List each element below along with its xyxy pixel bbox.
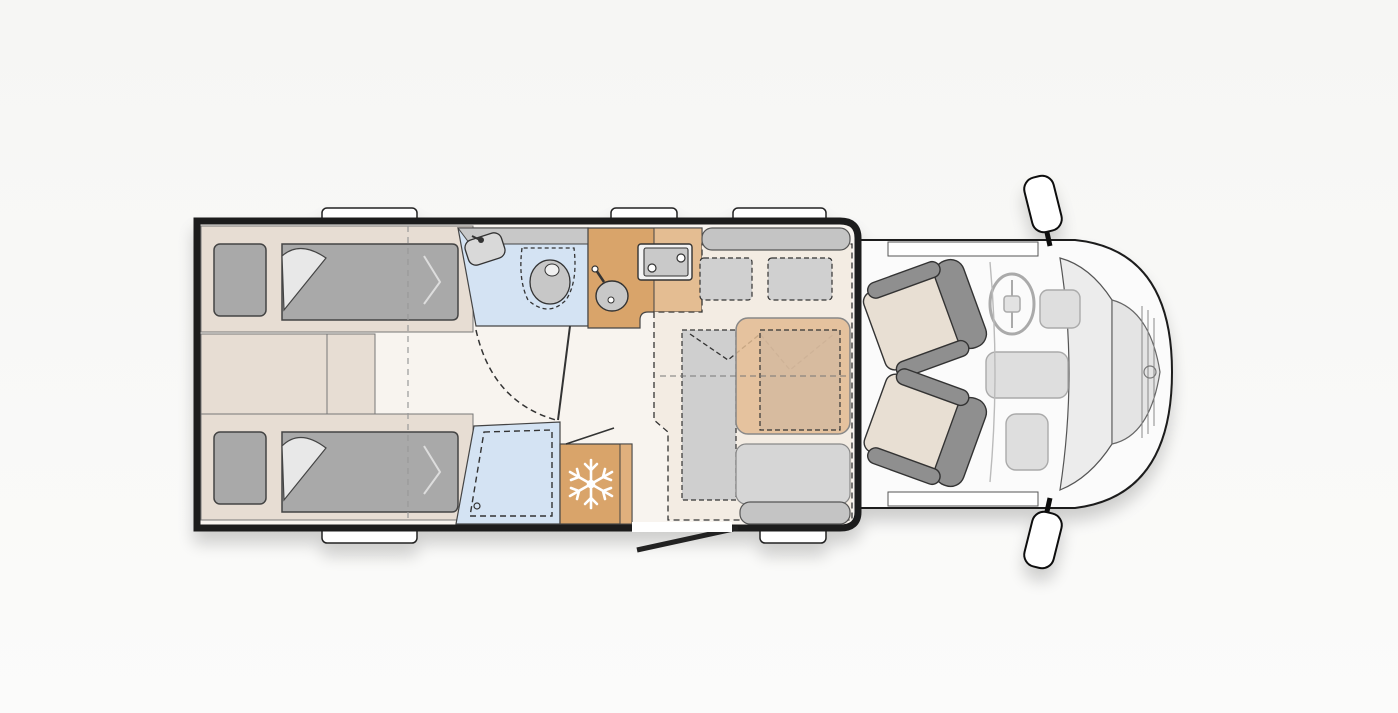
cab-window-top (887, 241, 1039, 257)
brand-logo-icon (1143, 365, 1157, 379)
driver-seat (862, 258, 988, 378)
snowflake-icon (568, 458, 614, 510)
sink-icon (464, 232, 506, 266)
bathroom-door-swing (475, 329, 557, 421)
cab-interior (862, 258, 1081, 488)
cushion-top-1 (699, 257, 753, 301)
grille (1141, 306, 1155, 438)
dashboard-panel-bottom (1005, 413, 1049, 471)
fridge-door-line (565, 427, 615, 445)
table-insert (759, 329, 841, 431)
bathroom-toilet-room (457, 227, 589, 421)
stove-icon (637, 243, 693, 281)
hanger-top-icon (423, 255, 442, 305)
cushion-top-2 (767, 257, 833, 301)
passenger-seat (863, 368, 988, 488)
bed-bridge (200, 333, 376, 415)
kitchen (587, 227, 703, 329)
bench-backrest-top (701, 227, 851, 251)
sink-icon (591, 265, 629, 312)
bed-bottom (200, 413, 474, 521)
bench-seat-bottom (735, 443, 851, 505)
blanket-fold-bottom (281, 436, 327, 502)
dinette (653, 227, 853, 525)
mattress-top (281, 243, 459, 321)
bench-bottom (681, 329, 737, 501)
hanger-bottom-icon (423, 445, 442, 495)
mirror-bottom-icon (1023, 497, 1063, 570)
steering-wheel-icon (988, 272, 1036, 336)
fridge (559, 427, 633, 525)
mattress-bottom (281, 431, 459, 513)
dashboard-panel-top (1039, 289, 1081, 329)
shower (455, 421, 561, 525)
cab-window-bottom (887, 491, 1039, 507)
dashboard-outline (989, 261, 996, 483)
bed-top (200, 225, 474, 333)
entry-door-threshold (632, 522, 732, 532)
toilet-icon (520, 247, 576, 310)
mirror-top-icon (1023, 174, 1063, 247)
pillow-bottom (213, 431, 267, 505)
shower-drain-icon (473, 502, 481, 510)
pillow-top (213, 243, 267, 317)
bench-backrest-bottom (739, 501, 851, 525)
bathroom-door (557, 325, 571, 421)
center-console (985, 351, 1069, 399)
blanket-fold-top (281, 247, 327, 312)
